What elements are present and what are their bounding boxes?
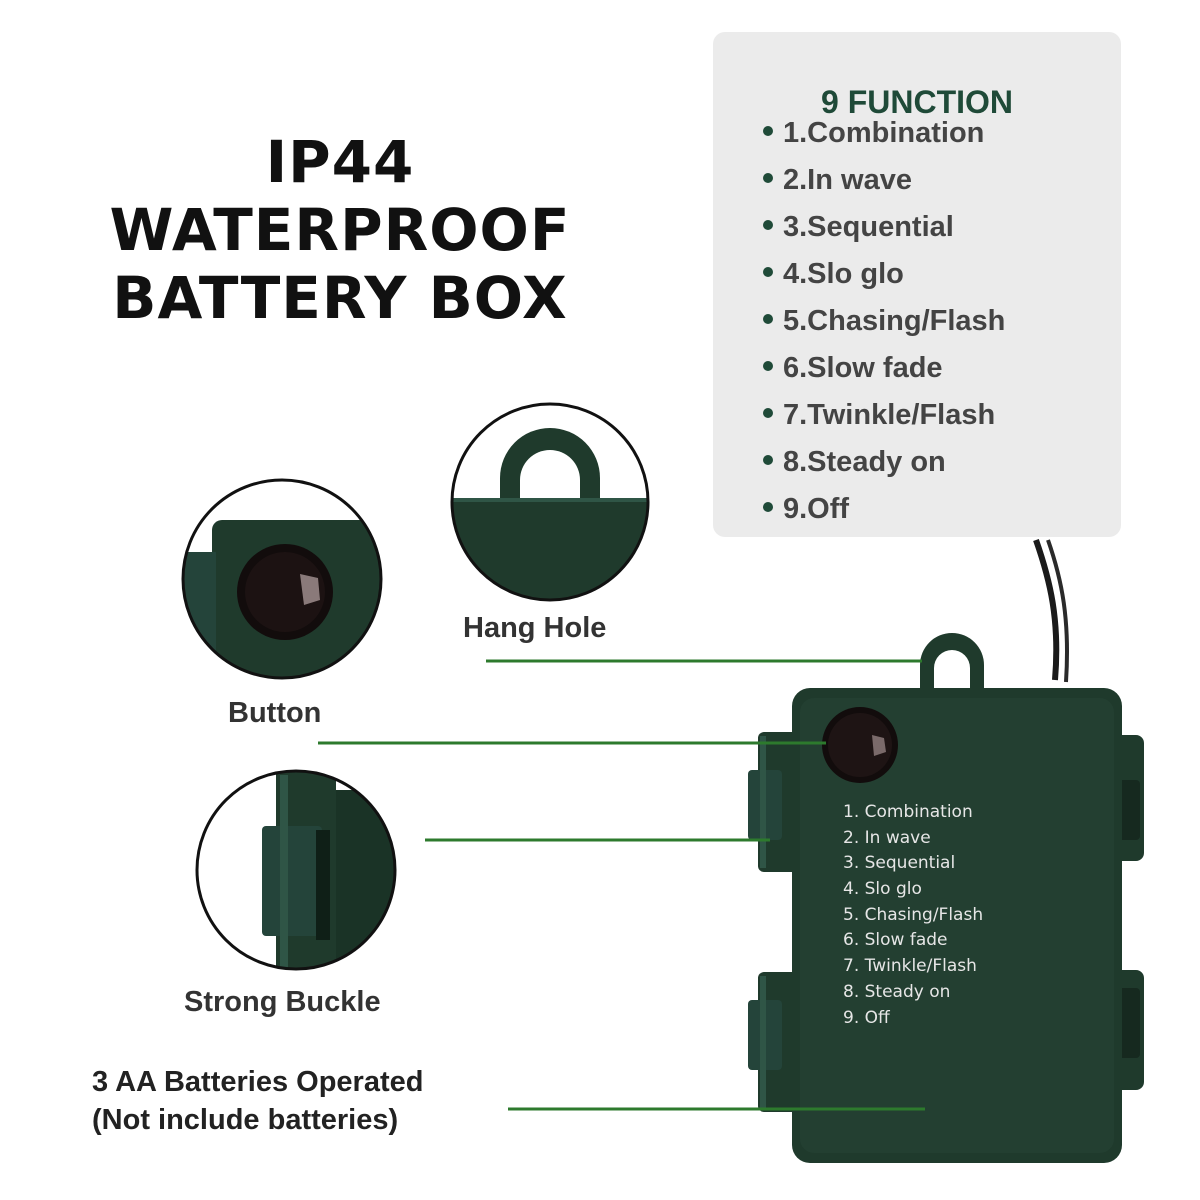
functions-panel-title: 9 FUNCTION bbox=[821, 84, 1013, 120]
function-item: 2.In wave bbox=[763, 157, 1005, 204]
strong-buckle-label: Strong Buckle bbox=[184, 986, 381, 1018]
function-item-label: 5.Chasing/Flash bbox=[783, 305, 1006, 337]
hang-loop bbox=[920, 633, 984, 700]
buckle-upper-left bbox=[748, 732, 802, 872]
box-printed-item: 5. Chasing/Flash bbox=[843, 904, 984, 925]
box-printed-item: 6. Slow fade bbox=[843, 930, 948, 951]
box-printed-item: 8. Steady on bbox=[843, 981, 951, 1002]
function-item: 4.Slo glo bbox=[763, 251, 1005, 298]
function-item: 6.Slow fade bbox=[763, 345, 1005, 392]
button-label: Button bbox=[228, 697, 322, 729]
batteries-label-line-1: 3 AA Batteries Operated bbox=[92, 1066, 424, 1098]
zoom-circle-hang-hole bbox=[450, 402, 650, 602]
box-printed-item: 7. Twinkle/Flash bbox=[843, 956, 977, 977]
function-item: 9.Off bbox=[763, 486, 1005, 533]
cable bbox=[1033, 539, 1060, 681]
function-item-label: 4.Slo glo bbox=[783, 258, 904, 290]
bullet-dot-icon bbox=[763, 173, 773, 184]
bullet-dot-icon bbox=[763, 267, 773, 278]
function-item: 5.Chasing/Flash bbox=[763, 298, 1005, 345]
function-item-label: 9.Off bbox=[783, 493, 850, 525]
bullet-dot-icon bbox=[763, 314, 773, 325]
function-item: 8.Steady on bbox=[763, 439, 1005, 486]
bullet-dot-icon bbox=[763, 455, 773, 466]
function-item: 3.Sequential bbox=[763, 204, 1005, 251]
function-item: 7.Twinkle/Flash bbox=[763, 392, 1005, 439]
function-item-label: 6.Slow fade bbox=[783, 352, 943, 384]
bullet-dot-icon bbox=[763, 220, 773, 231]
box-printed-item: 2. In wave bbox=[843, 827, 931, 848]
functions-panel: 9 FUNCTION 1.Combination 2.In wave 3.Seq… bbox=[713, 32, 1121, 537]
batteries-label-line-2: (Not include batteries) bbox=[92, 1104, 399, 1136]
box-printed-function-list: 1. Combination 2. In wave 3. Sequential … bbox=[843, 800, 983, 1031]
bullet-dot-icon bbox=[763, 126, 773, 137]
hang-hole-label: Hang Hole bbox=[463, 612, 607, 644]
headline: IP44 WATERPROOF BATTERY BOX bbox=[30, 128, 650, 332]
function-item-label: 3.Sequential bbox=[783, 211, 954, 243]
box-printed-item: 9. Off bbox=[843, 1007, 890, 1028]
cable bbox=[1046, 539, 1070, 683]
bullet-dot-icon bbox=[763, 408, 773, 419]
buckle-lower-left bbox=[748, 972, 802, 1112]
function-item-label: 8.Steady on bbox=[783, 446, 946, 478]
zoom-circle-buckle bbox=[195, 769, 397, 971]
bullet-dot-icon bbox=[763, 502, 773, 513]
box-printed-item: 4. Slo glo bbox=[843, 879, 922, 900]
batteries-label: 3 AA Batteries Operated (Not include bat… bbox=[92, 1063, 423, 1139]
function-item-label: 1.Combination bbox=[783, 117, 985, 149]
box-printed-item: 3. Sequential bbox=[843, 853, 956, 874]
functions-list: 1.Combination 2.In wave 3.Sequential 4.S… bbox=[763, 110, 1005, 533]
box-printed-item: 1. Combination bbox=[843, 802, 973, 822]
zoom-circle-button bbox=[181, 478, 383, 680]
function-item-label: 2.In wave bbox=[783, 164, 912, 196]
function-item: 1.Combination bbox=[763, 110, 1005, 157]
headline-line-2: BATTERY BOX bbox=[112, 264, 568, 332]
bullet-dot-icon bbox=[763, 361, 773, 372]
function-item-label: 7.Twinkle/Flash bbox=[783, 399, 996, 431]
headline-line-1: IP44 WATERPROOF bbox=[109, 128, 571, 264]
mode-button bbox=[822, 707, 898, 783]
